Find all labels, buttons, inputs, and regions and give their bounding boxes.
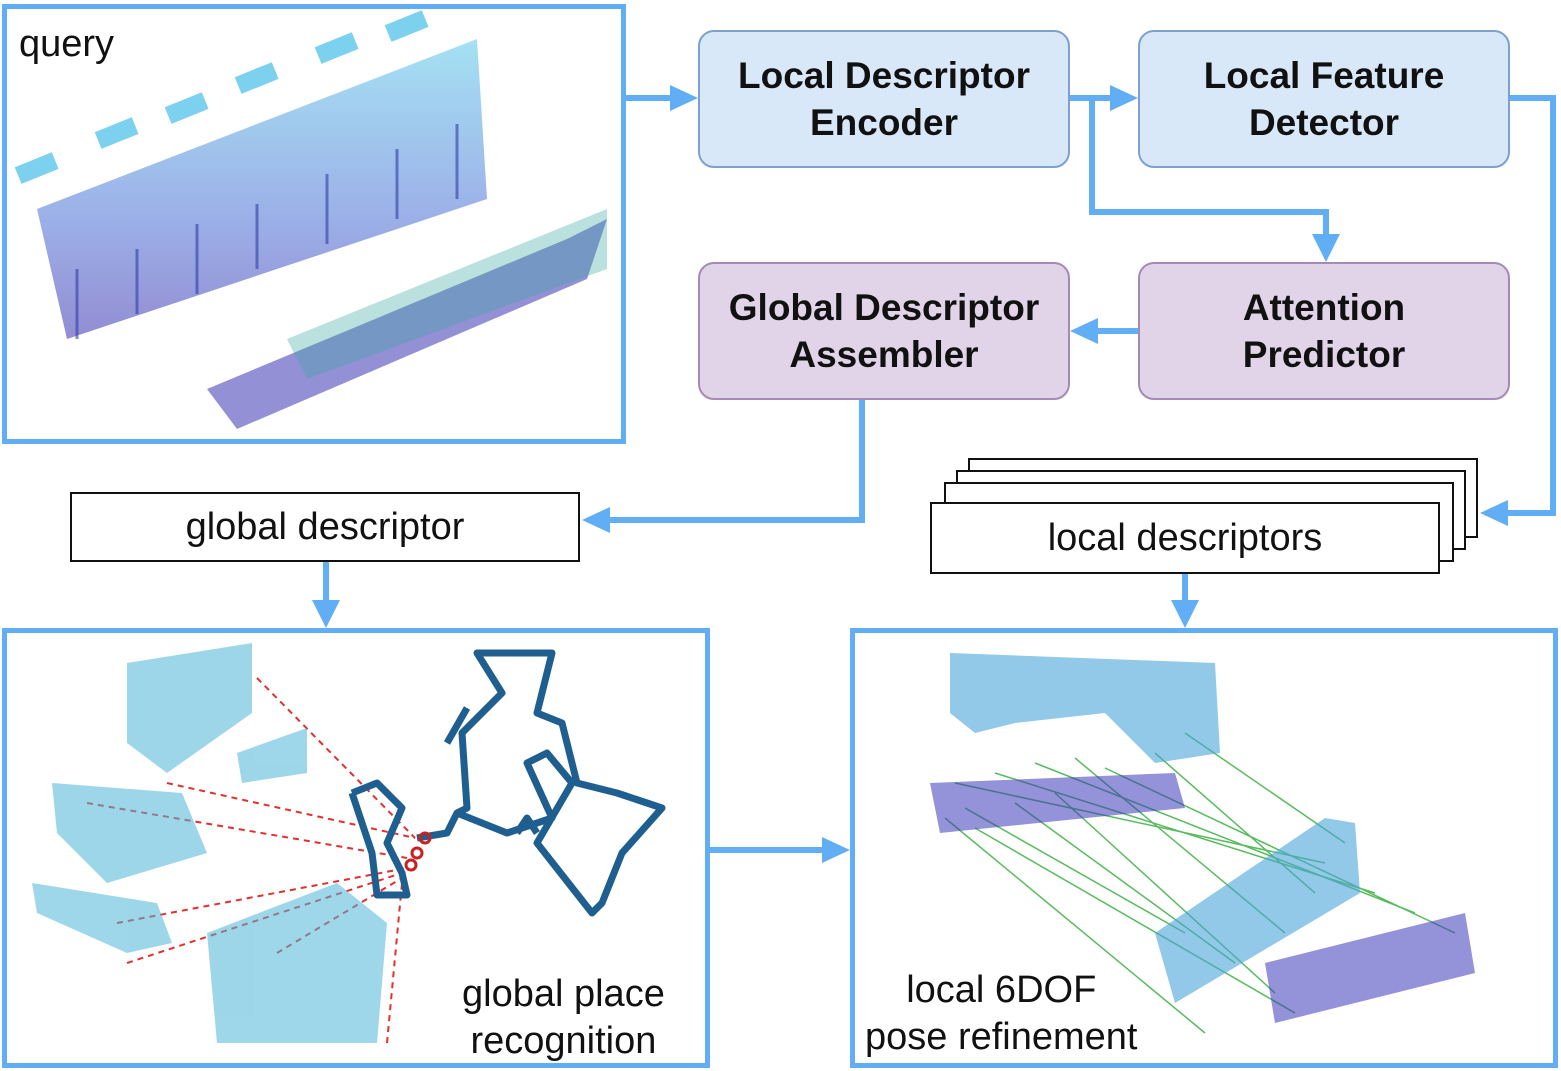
query-label: query (19, 23, 115, 65)
global-place-recognition-panel: global place recognition (2, 628, 710, 1068)
arrowhead (1070, 318, 1098, 344)
local-pose-refinement-panel: local 6DOF pose refinement (850, 628, 1558, 1068)
local-descriptor-encoder-block: Local Descriptor Encoder (698, 30, 1070, 168)
query-panel: query (2, 4, 626, 444)
arrowhead (1480, 500, 1508, 526)
arrowhead (822, 837, 850, 863)
arrowhead (1110, 85, 1138, 111)
local-pose-refinement-label: local 6DOF pose refinement (865, 969, 1138, 1058)
arrowhead (670, 85, 698, 111)
place-recognition-visual (32, 643, 666, 1044)
pose-refinement-visual (930, 653, 1475, 1034)
arrowhead (582, 507, 610, 533)
arrowhead (1312, 234, 1340, 262)
global-place-recognition-label: global place recognition (462, 973, 665, 1062)
attention-predictor-block: Attention Predictor (1138, 262, 1510, 400)
arrowhead (312, 600, 340, 628)
query-point-cloud (14, 10, 607, 429)
global-descriptor-box: global descriptor (70, 492, 580, 562)
global-descriptor-assembler-block: Global Descriptor Assembler (698, 262, 1070, 400)
local-feature-detector-block: Local Feature Detector (1138, 30, 1510, 168)
local-descriptors-box: local descriptors (930, 502, 1440, 574)
arrowhead (1171, 600, 1199, 628)
